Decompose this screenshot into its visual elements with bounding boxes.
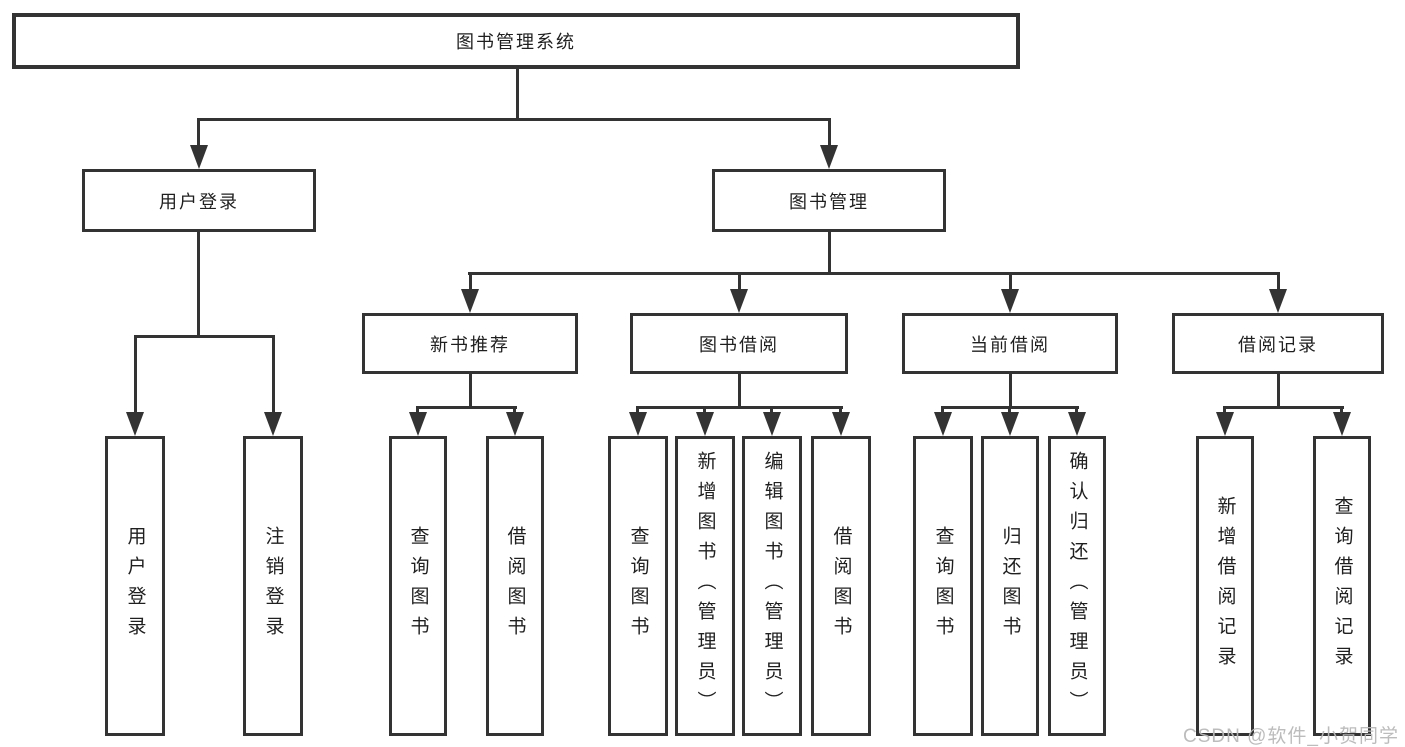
leaf-label: 新增图书（管理员） [694,451,716,721]
arrowhead-bb-edit [763,412,781,436]
node-user-login: 用户登录 [82,169,316,232]
leaf-label: 归还图书 [999,526,1021,646]
connector-drop-nb-query [416,406,419,414]
connector-root-stem [516,68,519,121]
leaf-label: 用户登录 [124,526,146,646]
connector-drop-user-login [197,118,200,148]
leaf-cb-query-book: 查询图书 [913,436,973,736]
connector-drop-book-borrow [738,272,741,292]
node-book-management: 图书管理 [712,169,946,232]
arrowhead-bb-borrow [832,412,850,436]
leaf-label: 借阅图书 [504,526,526,646]
arrowhead-bb-query [629,412,647,436]
connector-book-borrow-branch [637,406,843,409]
connector-user-login-stem [197,232,200,337]
connector-borrow-record-stem [1277,374,1280,409]
connector-drop-cb-query [941,406,944,414]
connector-root-branch [198,118,831,121]
connector-drop-br-add [1223,406,1226,414]
connector-drop-bb-query [636,406,639,414]
connector-user-login-branch [134,335,275,338]
connector-drop-new-book [469,272,472,292]
arrowhead-current-borrow [1001,289,1019,313]
arrowhead-user-login [190,145,208,169]
leaf-cb-confirm-return-admin: 确认归还（管理员） [1048,436,1106,736]
connector-book-management-branch [468,272,1280,275]
leaf-nb-borrow-book: 借阅图书 [486,436,544,736]
node-borrow-record: 借阅记录 [1172,313,1384,374]
leaf-user-login: 用户登录 [105,436,165,736]
arrowhead-cb-return [1001,412,1019,436]
arrowhead-cb-confirm [1068,412,1086,436]
connector-drop-cb-confirm [1075,406,1078,414]
leaf-label: 查询图书 [932,526,954,646]
arrowhead-bb-add [696,412,714,436]
connector-drop-nb-borrow [513,406,516,414]
arrowhead-br-query [1333,412,1351,436]
node-current-borrow: 当前借阅 [902,313,1118,374]
connector-drop-bb-edit [770,406,773,414]
arrowhead-new-book [461,289,479,313]
leaf-label: 编辑图书（管理员） [761,451,783,721]
connector-drop-login-leaf [134,335,137,414]
node-new-book-recommend: 新书推荐 [362,313,578,374]
connector-borrow-record-branch [1224,406,1344,409]
connector-drop-current-borrow [1009,272,1012,292]
connector-drop-bb-borrow [839,406,842,414]
connector-drop-book-management [828,118,831,148]
leaf-cb-return-book: 归还图书 [981,436,1039,736]
connector-drop-logout-leaf [272,335,275,414]
connector-new-book-branch [417,406,517,409]
connector-drop-br-query [1340,406,1343,414]
leaf-bb-add-book-admin: 新增图书（管理员） [675,436,735,736]
leaf-bb-borrow-book: 借阅图书 [811,436,871,736]
connector-drop-cb-return [1008,406,1011,414]
arrowhead-book-borrow [730,289,748,313]
leaf-label: 查询借阅记录 [1331,496,1353,676]
node-library-management-system: 图书管理系统 [12,13,1020,69]
arrowhead-nb-query [409,412,427,436]
node-book-borrow: 图书借阅 [630,313,848,374]
leaf-label: 注销登录 [262,526,284,646]
arrowhead-logout-leaf [264,412,282,436]
leaf-label: 查询图书 [407,526,429,646]
leaf-br-query-record: 查询借阅记录 [1313,436,1371,736]
leaf-br-add-record: 新增借阅记录 [1196,436,1254,736]
connector-book-management-stem [828,232,831,275]
arrowhead-borrow-record [1269,289,1287,313]
arrowhead-login-leaf [126,412,144,436]
arrowhead-cb-query [934,412,952,436]
leaf-bb-query-book: 查询图书 [608,436,668,736]
connector-book-borrow-stem [738,374,741,409]
connector-new-book-stem [469,374,472,409]
connector-current-borrow-stem [1009,374,1012,409]
leaf-label: 新增借阅记录 [1214,496,1236,676]
leaf-nb-query-book: 查询图书 [389,436,447,736]
connector-drop-borrow-record [1277,272,1280,292]
leaf-logout: 注销登录 [243,436,303,736]
arrowhead-br-add [1216,412,1234,436]
leaf-bb-edit-book-admin: 编辑图书（管理员） [742,436,802,736]
arrowhead-book-management [820,145,838,169]
connector-drop-bb-add [703,406,706,414]
csdn-watermark: CSDN @软件_小贺同学 [1183,726,1399,747]
arrowhead-nb-borrow [506,412,524,436]
leaf-label: 查询图书 [627,526,649,646]
leaf-label: 确认归还（管理员） [1066,451,1088,721]
leaf-label: 借阅图书 [830,526,852,646]
